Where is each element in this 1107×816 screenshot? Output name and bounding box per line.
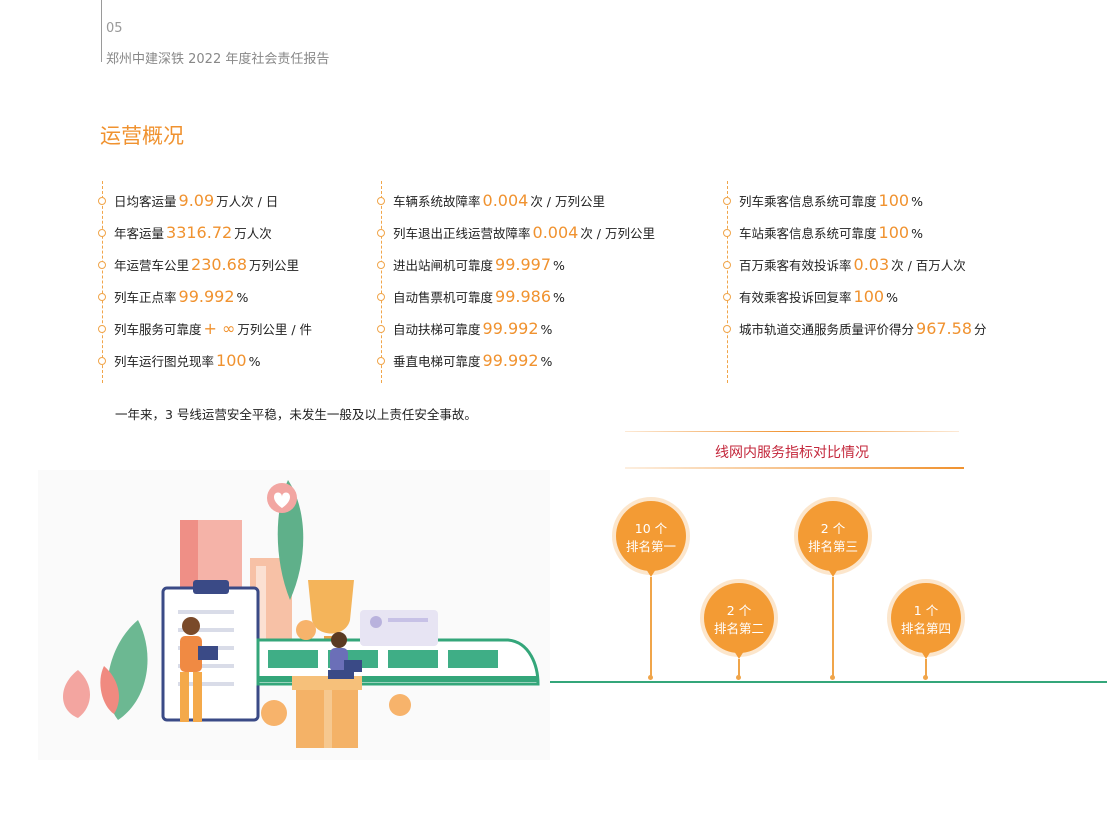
page-number: 05 [106,21,123,36]
bullet-icon [98,357,106,365]
bullet-icon [723,261,731,269]
comparison-title: 线网内服务指标对比情况 [715,445,869,461]
header-divider [101,0,102,62]
bullet-icon [98,261,106,269]
section-title: 运营概况 [100,124,184,148]
bullet-icon [98,293,106,301]
column-timeline [727,181,728,383]
metric-item: 列车服务可靠度+ ∞万列公里 / 件 [98,319,312,338]
column-timeline [102,181,103,383]
bullet-icon [723,197,731,205]
bullet-icon [377,261,385,269]
bullet-icon [723,325,731,333]
bullet-icon [723,229,731,237]
column-timeline [381,181,382,383]
title-rule-bottom [625,467,964,469]
bullet-icon [98,229,106,237]
bullet-icon [377,293,385,301]
map-pin-icon [704,583,774,653]
bullet-icon [377,197,385,205]
bullet-icon [377,357,385,365]
map-pin-icon [891,583,961,653]
safety-summary: 一年来，3 号线运营安全平稳，未发生一般及以上责任安全事故。 [115,407,477,422]
map-pin-icon [798,501,868,571]
bullet-icon [377,229,385,237]
title-rule-top [625,431,959,432]
bullet-icon [98,325,106,333]
track-line [540,681,1107,683]
report-title: 郑州中建深铁 2022 年度社会责任报告 [106,52,330,67]
bullet-icon [377,325,385,333]
bullet-icon [98,197,106,205]
bullet-icon [723,293,731,301]
operations-illustration [38,470,550,764]
map-pin-icon [616,501,686,571]
